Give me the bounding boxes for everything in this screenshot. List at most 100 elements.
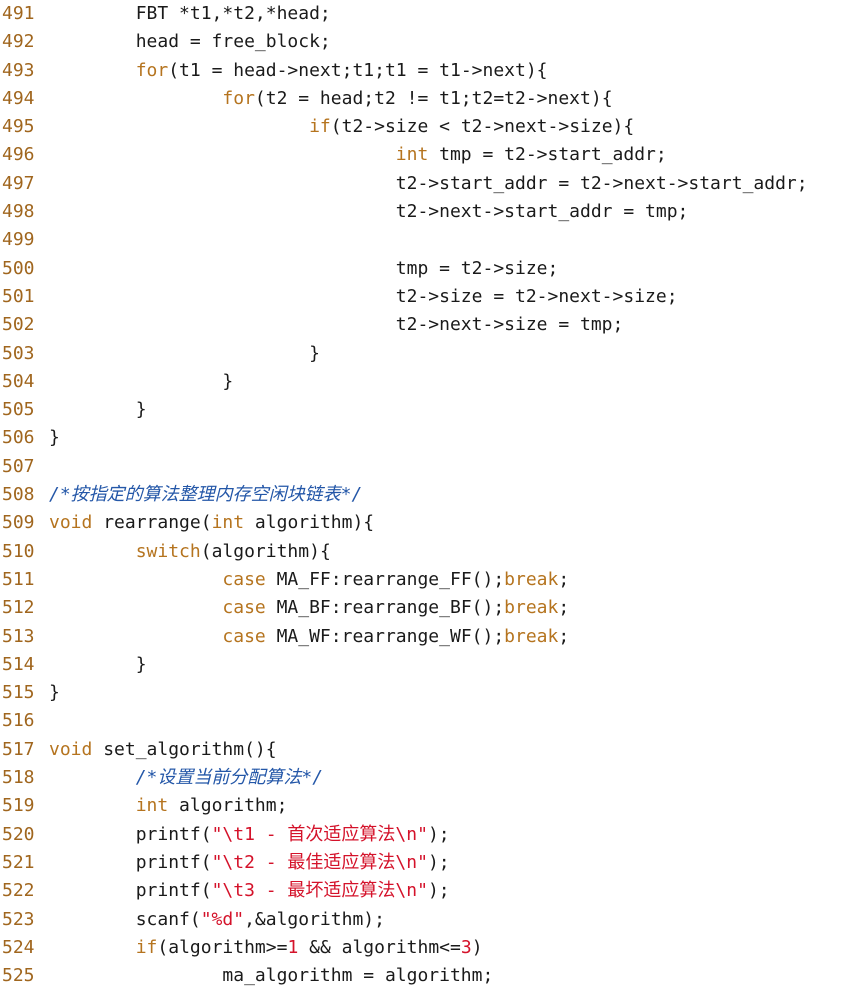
- code-line[interactable]: 521 printf("\t2 - 最佳适应算法\n");: [0, 849, 865, 877]
- code-token: algorithm;: [168, 795, 288, 817]
- code-text[interactable]: }: [49, 368, 233, 396]
- code-token: );: [427, 823, 450, 845]
- code-line[interactable]: 523 scanf("%d",&algorithm);: [0, 906, 865, 934]
- line-number: 524: [2, 936, 35, 958]
- code-line[interactable]: 498 t2->next->start_addr = tmp;: [0, 198, 865, 226]
- code-text[interactable]: t2->next->size = tmp;: [49, 311, 624, 339]
- code-line[interactable]: 525 ma_algorithm = algorithm;: [0, 962, 865, 990]
- code-text[interactable]: printf("\t3 - 最坏适应算法\n");: [49, 877, 450, 905]
- code-token: (t2 = head;t2 != t1;t2=t2->next){: [254, 87, 613, 109]
- code-line[interactable]: 515}: [0, 679, 865, 707]
- code-line[interactable]: 502 t2->next->size = tmp;: [0, 311, 865, 339]
- code-line[interactable]: 495 if(t2->size < t2->next->size){: [0, 113, 865, 141]
- keyword-token: break: [504, 568, 559, 590]
- code-text[interactable]: FBT *t1,*t2,*head;: [49, 0, 331, 28]
- line-number: 504: [2, 370, 35, 392]
- keyword-token: for: [222, 87, 255, 109]
- code-line[interactable]: 503 }: [0, 340, 865, 368]
- string-token: "%d": [200, 908, 245, 930]
- code-text[interactable]: for(t2 = head;t2 != t1;t2=t2->next){: [49, 85, 613, 113]
- line-number: 520: [2, 823, 35, 845]
- code-line[interactable]: 504 }: [0, 368, 865, 396]
- line-number: 507: [2, 455, 35, 477]
- code-token: [49, 144, 396, 165]
- code-line[interactable]: 514 }: [0, 651, 865, 679]
- code-line[interactable]: 496 int tmp = t2->start_addr;: [0, 141, 865, 169]
- code-text[interactable]: int algorithm;: [49, 792, 288, 820]
- code-line[interactable]: 505 }: [0, 396, 865, 424]
- code-text[interactable]: case MA_FF:rearrange_FF();break;: [49, 566, 569, 594]
- code-line[interactable]: 494 for(t2 = head;t2 != t1;t2=t2->next){: [0, 85, 865, 113]
- code-line[interactable]: 511 case MA_FF:rearrange_FF();break;: [0, 566, 865, 594]
- code-text[interactable]: void set_algorithm(){: [49, 736, 277, 764]
- line-number: 510: [2, 540, 35, 562]
- code-text[interactable]: }: [49, 340, 320, 368]
- comment-token: /*按指定的算法整理内存空闲块链表*/: [49, 484, 363, 506]
- code-line[interactable]: 507: [0, 453, 865, 481]
- code-text[interactable]: ma_algorithm = algorithm;: [49, 962, 493, 990]
- code-text[interactable]: int tmp = t2->start_addr;: [49, 141, 667, 169]
- code-line[interactable]: 518 /*设置当前分配算法*/: [0, 764, 865, 792]
- code-line[interactable]: 524 if(algorithm>=1 && algorithm<=3): [0, 934, 865, 962]
- code-text[interactable]: t2->start_addr = t2->next->start_addr;: [49, 170, 808, 198]
- code-text[interactable]: }: [49, 396, 147, 424]
- code-text[interactable]: if(t2->size < t2->next->size){: [49, 113, 634, 141]
- line-number: 525: [2, 965, 35, 987]
- code-text[interactable]: /*按指定的算法整理内存空闲块链表*/: [49, 481, 362, 509]
- code-line[interactable]: 513 case MA_WF:rearrange_WF();break;: [0, 623, 865, 651]
- line-number: 493: [2, 59, 35, 81]
- number-token: 3: [460, 936, 472, 958]
- code-text[interactable]: t2->next->start_addr = tmp;: [49, 198, 689, 226]
- code-line[interactable]: 520 printf("\t1 - 首次适应算法\n");: [0, 821, 865, 849]
- code-text[interactable]: case MA_BF:rearrange_BF();break;: [49, 594, 569, 622]
- code-line[interactable]: 493 for(t1 = head->next;t1;t1 = t1->next…: [0, 57, 865, 85]
- code-text[interactable]: }: [49, 679, 60, 707]
- code-text[interactable]: head = free_block;: [49, 28, 331, 56]
- code-text[interactable]: case MA_WF:rearrange_WF();break;: [49, 623, 569, 651]
- code-text[interactable]: /*设置当前分配算法*/: [49, 764, 323, 792]
- code-text[interactable]: void rearrange(int algorithm){: [49, 509, 374, 537]
- code-token: [49, 116, 309, 137]
- code-line[interactable]: 510 switch(algorithm){: [0, 538, 865, 566]
- code-text[interactable]: tmp = t2->size;: [49, 255, 559, 283]
- code-text[interactable]: if(algorithm>=1 && algorithm<=3): [49, 934, 483, 962]
- code-line[interactable]: 501 t2->size = t2->next->size;: [0, 283, 865, 311]
- code-line[interactable]: 497 t2->start_addr = t2->next->start_add…: [0, 170, 865, 198]
- code-token: [49, 767, 136, 788]
- code-line[interactable]: 519 int algorithm;: [0, 792, 865, 820]
- code-text[interactable]: scanf("%d",&algorithm);: [49, 906, 385, 934]
- code-line[interactable]: 491 FBT *t1,*t2,*head;: [0, 0, 865, 28]
- code-line[interactable]: 516: [0, 707, 865, 735]
- line-number: 491: [2, 3, 35, 24]
- code-text[interactable]: switch(algorithm){: [49, 538, 331, 566]
- code-token: }: [49, 427, 60, 449]
- code-token: ;: [558, 597, 570, 619]
- code-token: && algorithm<=: [298, 936, 461, 958]
- code-text[interactable]: }: [49, 424, 60, 452]
- code-text[interactable]: printf("\t2 - 最佳适应算法\n");: [49, 849, 450, 877]
- code-line[interactable]: 522 printf("\t3 - 最坏适应算法\n");: [0, 877, 865, 905]
- code-text[interactable]: printf("\t1 - 首次适应算法\n");: [49, 821, 450, 849]
- code-line[interactable]: 506}: [0, 424, 865, 452]
- line-number: 500: [2, 257, 35, 279]
- code-line[interactable]: 508 /*按指定的算法整理内存空闲块链表*/: [0, 481, 865, 509]
- code-token: ,&algorithm);: [244, 908, 385, 930]
- code-token: [49, 597, 222, 618]
- code-line[interactable]: 492 head = free_block;: [0, 28, 865, 56]
- code-token: (t1 = head->next;t1;t1 = t1->next){: [168, 59, 548, 81]
- keyword-token: int: [395, 144, 429, 166]
- code-token: ): [471, 936, 483, 958]
- code-text[interactable]: t2->size = t2->next->size;: [49, 283, 678, 311]
- code-line[interactable]: 499: [0, 226, 865, 254]
- code-token: t2->next->start_addr = tmp;: [49, 201, 689, 223]
- code-text[interactable]: }: [49, 651, 147, 679]
- code-line[interactable]: 500 tmp = t2->size;: [0, 255, 865, 283]
- line-number: 514: [2, 653, 35, 675]
- code-text[interactable]: for(t1 = head->next;t1;t1 = t1->next){: [49, 57, 548, 85]
- code-line[interactable]: 512 case MA_BF:rearrange_BF();break;: [0, 594, 865, 622]
- keyword-token: case: [222, 597, 266, 619]
- line-number: 508: [2, 484, 35, 506]
